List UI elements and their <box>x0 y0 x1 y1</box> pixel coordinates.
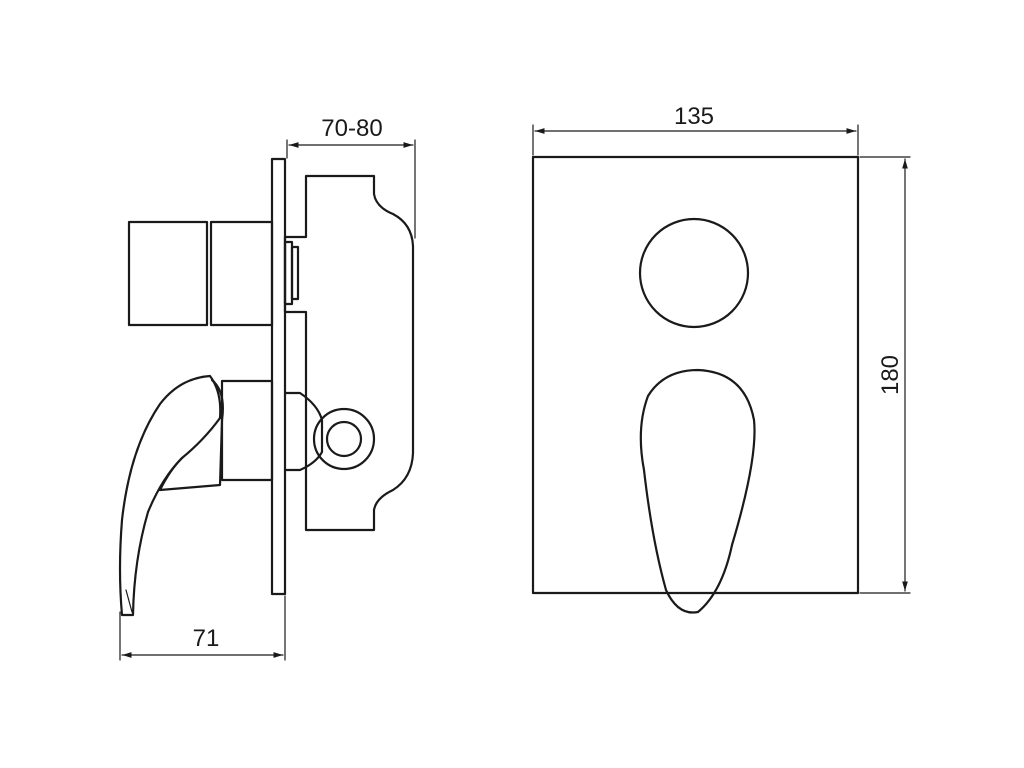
outlet-hole <box>325 420 363 458</box>
cartridge-collar <box>283 391 324 472</box>
side-view: 70-80 71 <box>118 115 416 661</box>
diverter-knob-outer <box>127 220 209 327</box>
lever-handle <box>118 374 222 617</box>
cover-plate <box>531 155 860 595</box>
dim-width-label: 135 <box>674 103 714 130</box>
lever-handle-front <box>639 368 756 614</box>
dim-height-label: 180 <box>877 355 904 395</box>
lever-tip-detail <box>125 589 133 613</box>
diverter-knob-front <box>638 217 750 329</box>
front-view: 135 180 <box>531 103 911 614</box>
dim-lever-label: 71 <box>193 625 220 652</box>
diverter-knob-inner <box>209 220 274 327</box>
outlet-ring <box>312 407 376 471</box>
dim-depth-label: 70-80 <box>321 115 382 142</box>
lever-neck <box>158 378 224 492</box>
lever-base <box>220 379 274 482</box>
stem-collar-inner <box>290 245 300 301</box>
concealed-body <box>283 174 415 532</box>
wall-plate <box>270 157 287 596</box>
